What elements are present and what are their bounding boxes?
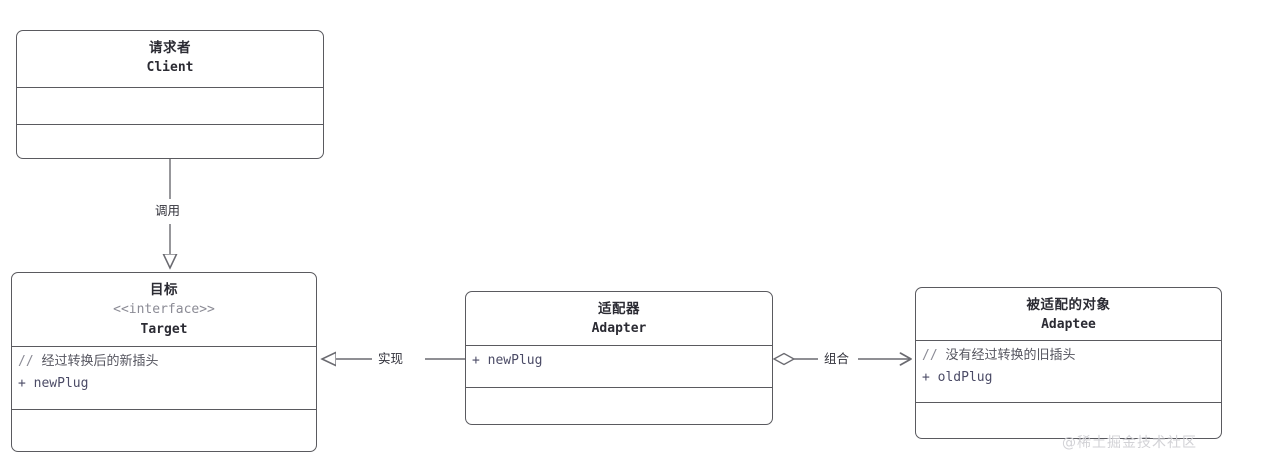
class-operations-client xyxy=(17,124,323,158)
edge-label-adapter-target: 实现 xyxy=(375,351,407,367)
uml-class-target[interactable]: 目标 <<interface>> Target // 经过转换后的新插头 + n… xyxy=(11,272,317,452)
class-header-adaptee: 被适配的对象 Adaptee xyxy=(916,288,1221,340)
class-member: // 经过转换后的新插头 xyxy=(18,351,310,373)
class-title-en-adapter: Adapter xyxy=(591,321,647,336)
class-header-client: 请求者 Client xyxy=(17,31,323,87)
class-operations-target xyxy=(12,409,316,451)
member-text: oldPlug xyxy=(937,370,993,385)
class-title-en-target: Target xyxy=(140,322,188,337)
member-text: 没有经过转换的旧插头 xyxy=(945,348,1076,363)
member-prefix: + xyxy=(922,370,930,385)
class-attributes-adapter: + newPlug xyxy=(466,345,772,387)
class-title-cn-target: 目标 xyxy=(150,282,178,298)
class-member: // 没有经过转换的旧插头 xyxy=(922,345,1215,367)
class-attributes-adaptee: // 没有经过转换的旧插头 + oldPlug xyxy=(916,340,1221,402)
aggregation-diamond xyxy=(772,352,796,366)
class-title-cn-adaptee: 被适配的对象 xyxy=(1026,297,1111,313)
uml-class-client[interactable]: 请求者 Client xyxy=(16,30,324,159)
member-prefix: + xyxy=(472,353,480,368)
class-operations-adaptee xyxy=(916,402,1221,438)
uml-class-adapter[interactable]: 适配器 Adapter + newPlug xyxy=(465,291,773,425)
uml-class-adaptee[interactable]: 被适配的对象 Adaptee // 没有经过转换的旧插头 + oldPlug xyxy=(915,287,1222,439)
class-operations-adapter xyxy=(466,387,772,424)
member-prefix: // xyxy=(922,348,938,363)
class-header-target: 目标 <<interface>> Target xyxy=(12,273,316,346)
member-prefix: // xyxy=(18,354,34,369)
edge-label-adapter-adaptee: 组合 xyxy=(821,351,853,367)
watermark-label: @稀土掘金技术社区 xyxy=(1062,435,1197,451)
class-title-en-client: Client xyxy=(146,60,194,75)
class-member: + newPlug xyxy=(472,350,766,372)
class-title-en-adaptee: Adaptee xyxy=(1041,317,1096,332)
class-attributes-target: // 经过转换后的新插头 + newPlug xyxy=(12,346,316,409)
class-title-cn-client: 请求者 xyxy=(149,40,191,56)
member-text: newPlug xyxy=(487,353,543,368)
member-text: newPlug xyxy=(33,376,89,391)
class-stereotype-target: <<interface>> xyxy=(113,302,215,317)
class-member: + oldPlug xyxy=(922,367,1215,389)
member-prefix: + xyxy=(18,376,26,391)
class-title-cn-adapter: 适配器 xyxy=(598,301,640,317)
class-attributes-client xyxy=(17,87,323,124)
class-header-adapter: 适配器 Adapter xyxy=(466,292,772,345)
edge-adapter-adaptee xyxy=(772,352,912,366)
member-text: 经过转换后的新插头 xyxy=(41,354,159,369)
class-member: + newPlug xyxy=(18,373,310,395)
edge-label-client-target: 调用 xyxy=(152,203,184,219)
